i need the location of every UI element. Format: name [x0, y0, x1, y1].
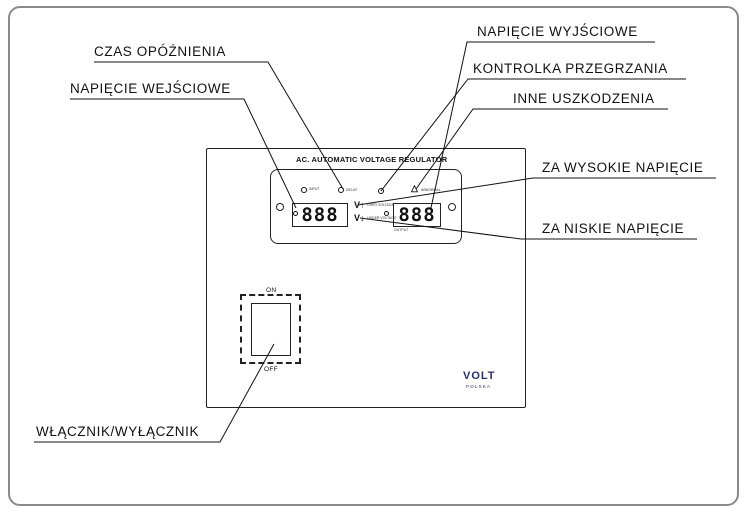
control-panel: [270, 169, 462, 244]
label-kontrolka-przegrzania: KONTROLKA PRZEGRZANIA: [473, 61, 668, 76]
power-switch-frame: [240, 294, 301, 364]
brand-logo: VOLT: [463, 370, 496, 382]
input-indicator-led: [293, 211, 298, 216]
input-voltage-display: 888: [292, 203, 348, 227]
label-za-wysokie-napiecie: ZA WYSOKIE NAPIĘCIE: [542, 160, 704, 175]
label-napiecie-wyjsciowe: NAPIĘCIE WYJŚCIOWE: [477, 24, 638, 39]
output-indicator-led: [384, 211, 389, 216]
delay-led: [338, 187, 344, 193]
switch-on-label: ON: [266, 287, 277, 294]
under-voltage-caption: UNDER VOLTAGE: [367, 216, 397, 220]
leader-za-wysokie-napiecie: [357, 177, 716, 206]
output-led-caption: OUTPUT: [394, 228, 409, 232]
leader-czas-opoznienia: [94, 61, 344, 190]
power-switch[interactable]: [251, 303, 291, 356]
outer-frame: [8, 6, 739, 506]
under-voltage-arrow-icon: V↓: [354, 213, 365, 223]
regulator-housing: [206, 148, 526, 408]
label-czas-opoznienia: CZAS OPÓŹNIENIA: [94, 44, 227, 59]
leader-napiecie-wyjsciowe: [430, 41, 655, 209]
panel-screw-left: [276, 203, 284, 211]
leader-napiecie-wejsciowe: [70, 98, 297, 209]
device-title: AC. AUTOMATIC VOLTAGE REGULATOR: [296, 155, 448, 164]
label-napiecie-wejsciowe: NAPIĘCIE WEJŚCIOWE: [70, 81, 231, 96]
leader-wlacznik: [34, 343, 275, 443]
abnormal-led-caption: ABNORMAL: [421, 188, 441, 192]
brand-logo-sub: POLSKA: [466, 384, 492, 389]
leader-kontrolka-przegrzania: [380, 78, 686, 192]
over-voltage-caption: OVER VOLTAGE: [367, 203, 394, 207]
leader-inne-uszkodzenia: [415, 108, 668, 190]
input-led: [301, 187, 307, 193]
input-led-caption: INPUT: [309, 187, 320, 191]
label-inne-uszkodzenia: INNE USZKODZENIA: [513, 91, 655, 106]
leader-za-niskie-napiecie: [359, 217, 697, 240]
output-voltage-display: 888: [393, 203, 441, 227]
label-wlacznik-wylacznik: WŁĄCZNIK/WYŁĄCZNIK: [36, 424, 200, 439]
label-za-niskie-napiecie: ZA NISKIE NAPIĘCIE: [542, 221, 685, 236]
delay-led-caption: DELAY: [346, 188, 358, 192]
switch-off-label: OFF: [264, 366, 278, 373]
warning-triangle-icon: △: [411, 183, 418, 193]
panel-screw-right: [448, 203, 456, 211]
